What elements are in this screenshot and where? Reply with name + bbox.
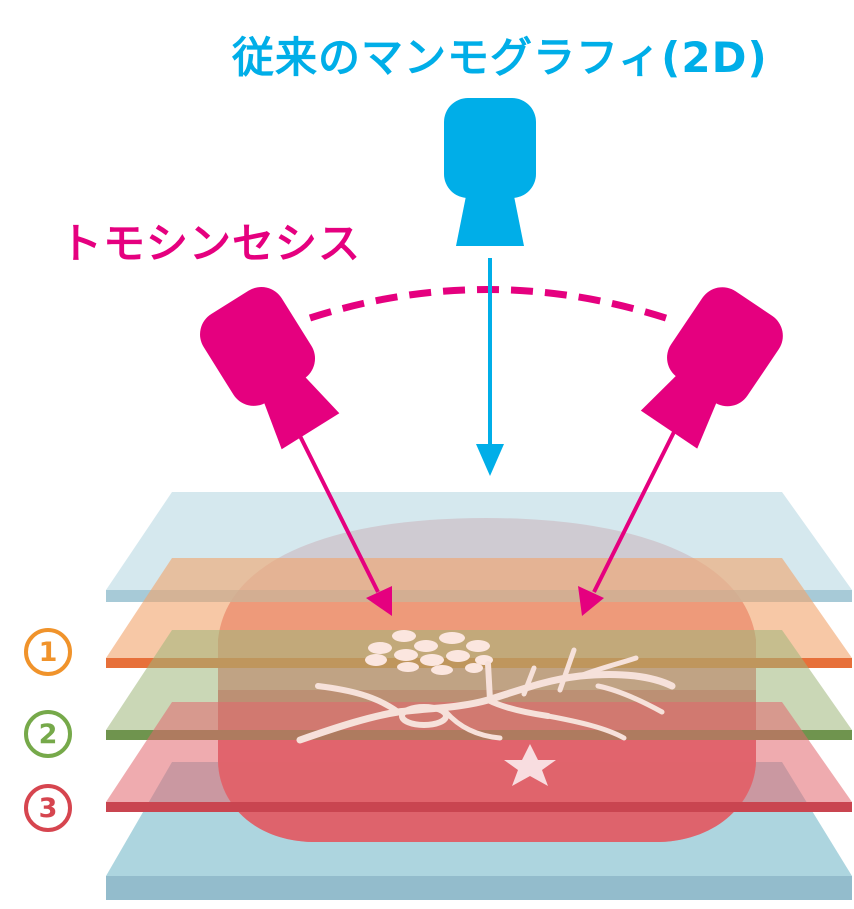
tomosynthesis-label: トモシンセシス bbox=[60, 219, 362, 268]
slice-layer-3 bbox=[106, 702, 852, 812]
layer-number-2: 2 bbox=[24, 710, 72, 758]
layer-number-3: 3 bbox=[24, 784, 72, 832]
xray-tube-2d-icon bbox=[444, 98, 536, 246]
xray-beam-tomo-right-arrow bbox=[578, 427, 678, 616]
xray-tube-tomo-right-icon bbox=[640, 287, 783, 449]
xray-tube-tomo-left-icon bbox=[200, 287, 340, 450]
conventional-mammography-label: 従来のマンモグラフィ(2D) bbox=[232, 33, 768, 82]
calcification-cluster bbox=[365, 630, 493, 675]
xray-beam-2d-arrow bbox=[476, 258, 504, 476]
star-lesion bbox=[504, 744, 556, 786]
layer-number-1: 1 bbox=[24, 628, 72, 676]
spiculated-lesion bbox=[296, 647, 676, 744]
xray-beam-tomo-left-arrow bbox=[294, 427, 392, 616]
